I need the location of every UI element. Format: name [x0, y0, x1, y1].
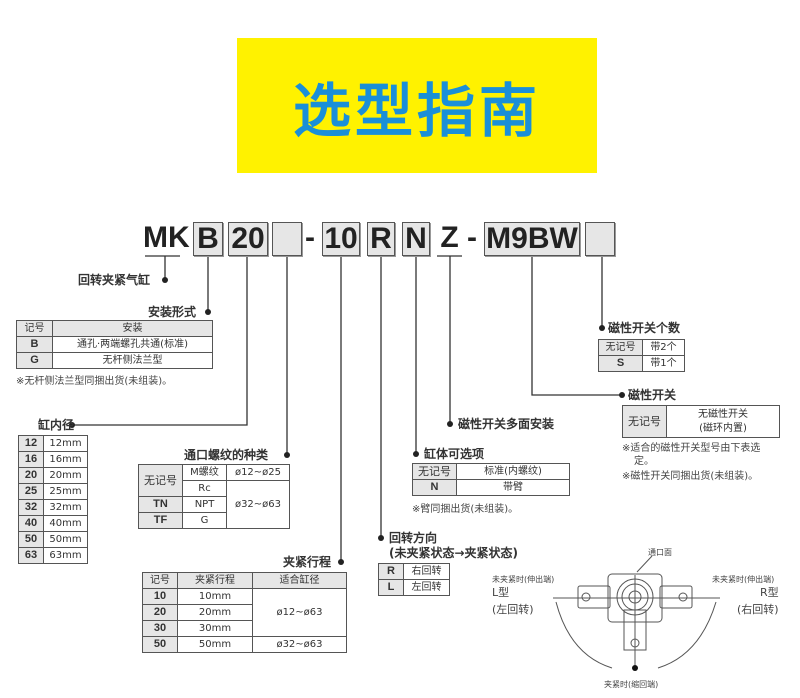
r-dir-label: (右回转) — [737, 603, 779, 616]
label-bore: 缸内径 — [38, 418, 75, 432]
port-face-label: 通口面 — [648, 548, 672, 557]
code-switch: M9BW — [484, 222, 580, 256]
code-dash: - — [467, 221, 477, 254]
table-cell: 带臂 — [456, 479, 570, 496]
label-rotation: 回转方向 — [389, 531, 438, 545]
code-stroke: 10 — [322, 222, 360, 256]
code-option: N — [402, 222, 430, 256]
label-option: 缸体可选项 — [424, 447, 485, 461]
table-cell: L — [378, 579, 404, 596]
switch-note-1: ※适合的磁性开关型号由下表选 — [622, 443, 761, 454]
clamp-label: 夹紧时(缩回端) — [604, 680, 659, 689]
code-rotation: R — [367, 222, 395, 256]
table-cell: S — [598, 355, 643, 372]
label-switch-qty: 磁性开关个数 — [608, 321, 681, 335]
label-port: 通口螺纹的种类 — [184, 448, 269, 462]
label-multi: 磁性开关多面安装 — [458, 417, 555, 431]
table-cell: TF — [138, 512, 183, 529]
table-cell: ø32~ø63 — [226, 480, 290, 529]
table-cell: 40 — [18, 515, 44, 532]
switch-note-1b: 定。 — [634, 456, 654, 467]
code-bore: 20 — [228, 222, 268, 256]
l-dir-label: (左回转) — [492, 603, 534, 616]
table-cell: 左回转 — [403, 579, 450, 596]
label-series: 回转夹紧气缸 — [78, 273, 151, 287]
label-mount: 安装形式 — [148, 305, 197, 319]
r-type-label: R型 — [760, 586, 779, 599]
table-cell: 记号 — [16, 320, 53, 337]
table-cell: 20 — [142, 604, 178, 621]
code-switch-qty — [585, 222, 615, 256]
table-cell: 夹紧行程 — [177, 572, 253, 589]
code-multi: Z — [440, 221, 459, 254]
mount-note: ※无杆侧法兰型同捆出货(未组装)。 — [16, 376, 173, 387]
table-cell: 无记号 — [412, 463, 457, 480]
table-cell: ø32~ø63 — [252, 636, 347, 653]
table-cell: 25 — [18, 483, 44, 500]
label-stroke: 夹紧行程 — [283, 555, 332, 569]
unclamp-left-label: 未夹紧时(伸出端) — [492, 575, 555, 584]
title-banner: 选型指南 — [237, 38, 597, 173]
option-note: ※臂同捆出货(未组装)。 — [412, 504, 519, 515]
table-cell: 安装 — [52, 320, 213, 337]
table-cell: 63mm — [43, 547, 88, 564]
code-dash: - — [305, 221, 315, 254]
table-cell: 无记号 — [138, 464, 183, 497]
table-cell: G — [182, 512, 227, 529]
table-cell: (磁环内置) — [699, 422, 747, 434]
table-cell: G — [16, 352, 53, 369]
table-cell: 50 — [18, 531, 44, 548]
table-cell: 适合缸径 — [252, 572, 347, 589]
banner-title: 选型指南 — [292, 76, 541, 145]
label-switch: 磁性开关 — [628, 388, 677, 402]
code-mount: B — [193, 222, 223, 256]
table-cell: 10 — [142, 588, 178, 605]
table-cell: 无杆侧法兰型 — [52, 352, 213, 369]
l-type-label: L型 — [492, 586, 510, 599]
table-cell: 带1个 — [642, 355, 685, 372]
code-prefix: MK — [143, 221, 190, 254]
switch-note-2: ※磁性开关同捆出货(未组装)。 — [622, 471, 759, 482]
table-cell: N — [412, 479, 457, 496]
label-rotation-sub: (未夹紧状态→夹紧状态) — [389, 546, 519, 560]
unclamp-right-label: 未夹紧时(伸出端) — [712, 575, 775, 584]
table-cell: 50 — [142, 636, 178, 653]
table-cell: 30 — [142, 620, 178, 637]
code-port — [272, 222, 302, 256]
table-cell: 无磁性开关 — [698, 408, 748, 420]
switch-table: 无记号无磁性开关(磁环内置) — [622, 405, 780, 438]
